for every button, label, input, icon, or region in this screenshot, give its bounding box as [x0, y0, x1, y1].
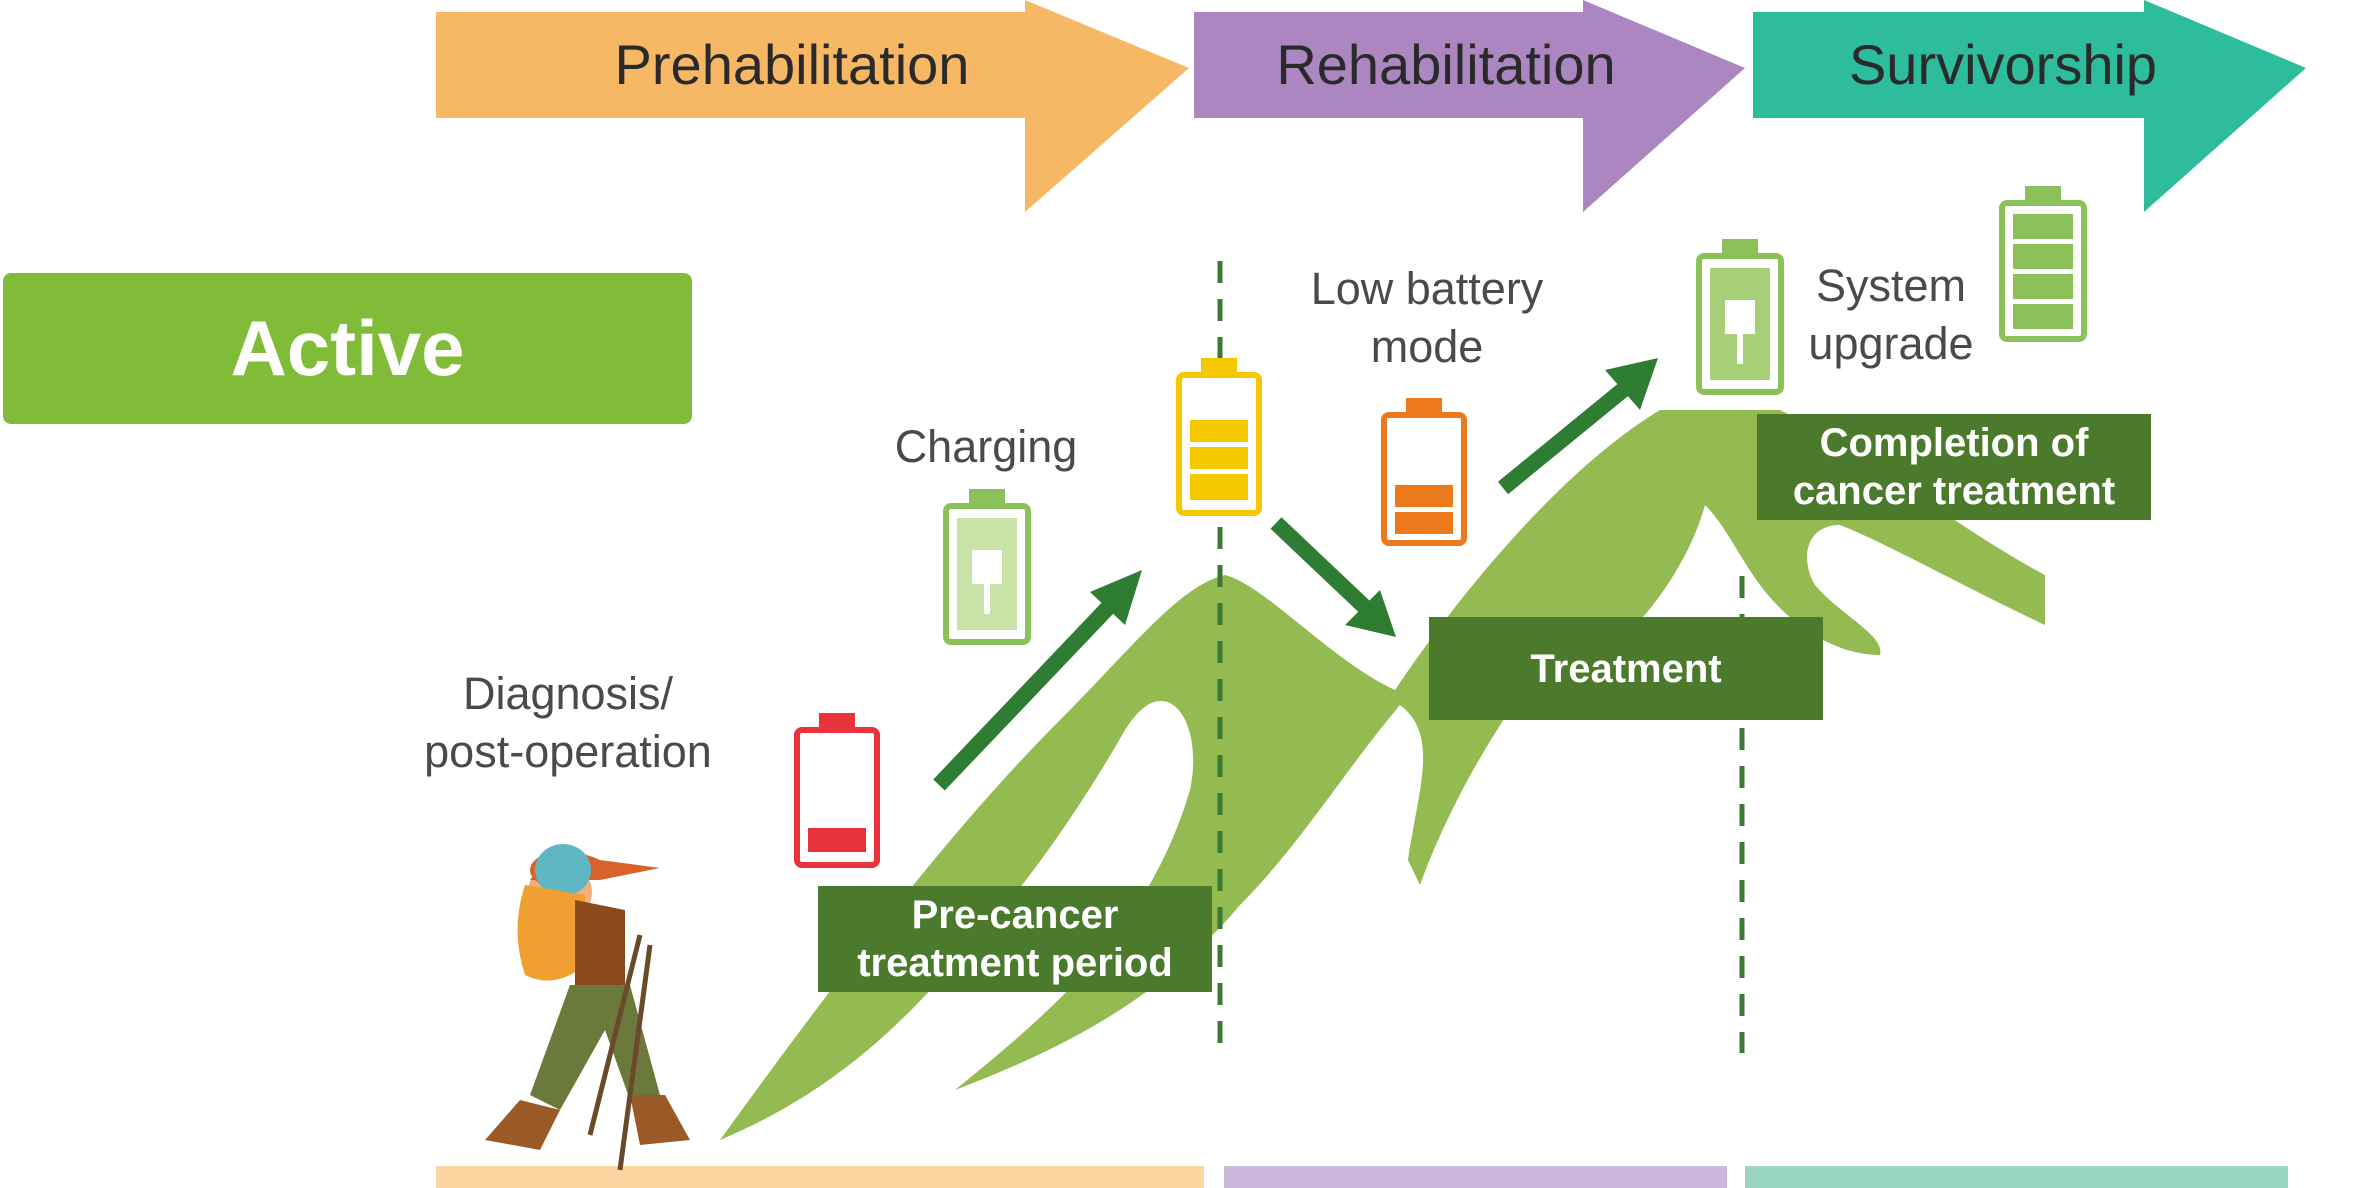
phase-label-prehabilitation: Prehabilitation — [614, 33, 970, 96]
survivorship-arrow — [1753, 0, 2306, 212]
battery-orange-icon — [1381, 398, 1467, 546]
prehab-bottom-bar — [436, 1166, 1204, 1188]
stage-pre-cancer: Pre-cancer treatment period — [818, 886, 1212, 992]
survivorship-bottom-bar — [1745, 1166, 2288, 1188]
low-battery-label: Low battery mode — [1310, 263, 1544, 372]
prehabilitation-arrow — [436, 0, 1189, 212]
diagnosis-label: Diagnosis/ post-operation — [424, 668, 712, 777]
battery-full-icon — [1999, 186, 2087, 342]
arrow-up-2 — [1497, 358, 1658, 495]
stage-completion: Completion of cancer treatment — [1757, 414, 2151, 520]
phase-label-survivorship: Survivorship — [1848, 33, 2158, 96]
rehabilitation-arrow — [1194, 0, 1745, 212]
battery-yellow-icon — [1176, 358, 1262, 516]
arrow-up-1 — [933, 570, 1142, 791]
rehab-bottom-bar — [1224, 1166, 1727, 1188]
battery-charging-light-icon — [943, 489, 1031, 645]
battery-red-icon — [794, 713, 880, 868]
system-upgrade-label: System upgrade — [1808, 260, 1974, 369]
arrow-down — [1270, 517, 1396, 637]
hiker-illustration — [485, 844, 690, 1171]
active-badge: Active — [3, 273, 692, 424]
phase-label-rehabilitation: Rehabilitation — [1276, 33, 1616, 96]
stage-treatment: Treatment — [1429, 617, 1823, 720]
battery-charging-green-icon — [1696, 239, 1784, 395]
charging-label: Charging — [894, 421, 1078, 472]
